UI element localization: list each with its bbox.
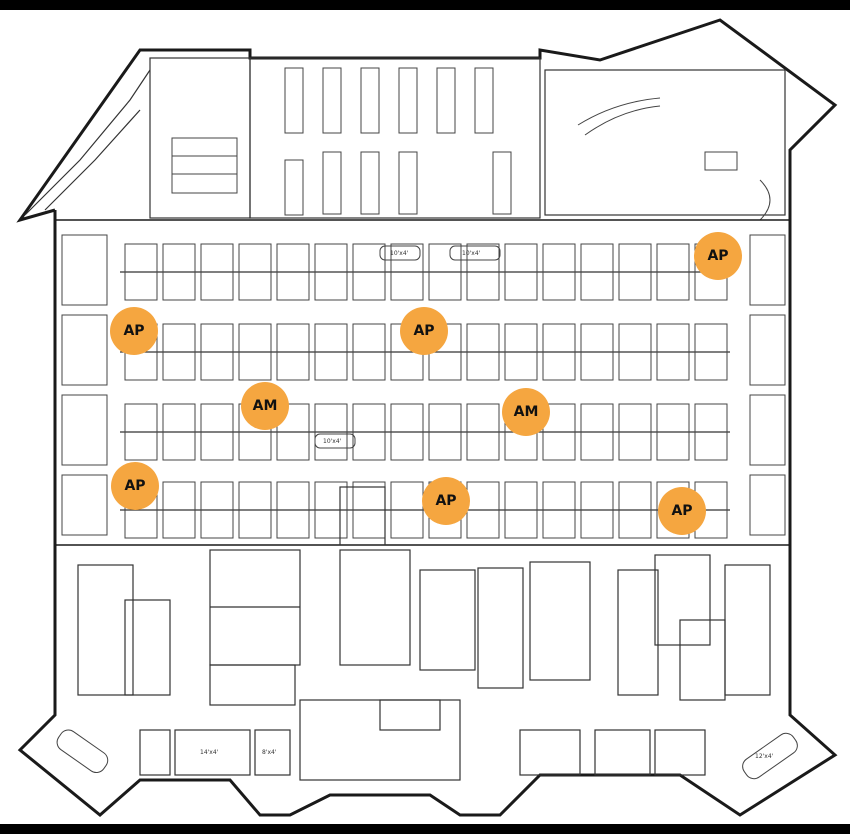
cubicle (390, 403, 424, 461)
cubicle (276, 481, 310, 539)
cubicle (238, 243, 272, 301)
cubicle (504, 481, 538, 539)
cubicle (580, 243, 614, 301)
room-size-label: 10'x4' (462, 250, 481, 257)
cubicle (200, 481, 234, 539)
access-point-marker[interactable]: AP (111, 462, 159, 510)
cubicle-grid (124, 243, 728, 539)
access-point-marker[interactable]: AP (400, 307, 448, 355)
cubicle (694, 403, 728, 461)
cubicle (618, 403, 652, 461)
cubicle (162, 481, 196, 539)
cubicle (542, 243, 576, 301)
cubicle (314, 403, 348, 461)
cubicle (276, 323, 310, 381)
room-size-label: 14'x4' (200, 749, 219, 756)
cubicle (428, 403, 462, 461)
cubicle (656, 243, 690, 301)
cubicle (352, 323, 386, 381)
cubicle (124, 403, 158, 461)
room-size-label: 10'x4' (390, 250, 409, 257)
cubicle (276, 243, 310, 301)
access-point-marker[interactable]: AP (422, 477, 470, 525)
cubicle (428, 243, 462, 301)
cubicle (618, 323, 652, 381)
access-point-marker[interactable]: AP (658, 487, 706, 535)
cubicle (162, 403, 196, 461)
access-point-marker[interactable]: AP (694, 232, 742, 280)
cubicle (124, 243, 158, 301)
cubicle (542, 323, 576, 381)
cubicle (504, 243, 538, 301)
room-size-label: 10'x4' (323, 438, 342, 445)
office-floor-walls (55, 219, 790, 546)
south-wing-rooms (77, 486, 771, 781)
cubicle (618, 481, 652, 539)
cubicle (580, 323, 614, 381)
cubicle (694, 323, 728, 381)
floor-plan-drawing: 10'x4' 10'x4' 10'x4' 14'x4' 8'x4' 12'x4' (16, 18, 838, 817)
cubicle (542, 403, 576, 461)
cubicle (656, 403, 690, 461)
cubicle (656, 323, 690, 381)
cubicle (200, 323, 234, 381)
cubicle (504, 323, 538, 381)
room-size-label: 12'x4' (755, 753, 774, 760)
cubicle (466, 403, 500, 461)
cubicle (238, 323, 272, 381)
north-wing-rooms (24, 57, 786, 219)
am-marker[interactable]: AM (502, 388, 550, 436)
side-offices (61, 234, 786, 536)
outer-walls (16, 18, 838, 817)
cubicle (352, 243, 386, 301)
room-size-label: 8'x4' (262, 749, 277, 756)
cubicle (390, 243, 424, 301)
cubicle (162, 243, 196, 301)
cubicle (276, 403, 310, 461)
cubicle (618, 243, 652, 301)
cubicle (314, 481, 348, 539)
cubicle (466, 323, 500, 381)
am-marker[interactable]: AM (241, 382, 289, 430)
cubicle (200, 403, 234, 461)
cubicle (580, 481, 614, 539)
cubicle (466, 243, 500, 301)
cubicle (200, 243, 234, 301)
cubicle (580, 403, 614, 461)
access-point-marker[interactable]: AP (110, 307, 158, 355)
floor-plan-map: 10'x4' 10'x4' 10'x4' 14'x4' 8'x4' 12'x4'… (0, 10, 850, 824)
corner-conference-rooms (56, 729, 798, 780)
cubicle (542, 481, 576, 539)
cubicle (314, 323, 348, 381)
cubicle (238, 481, 272, 539)
meeting-tables (314, 245, 501, 449)
north-wing-fixtures (171, 67, 771, 221)
cubicle (162, 323, 196, 381)
cubicle (314, 243, 348, 301)
cubicle (352, 403, 386, 461)
